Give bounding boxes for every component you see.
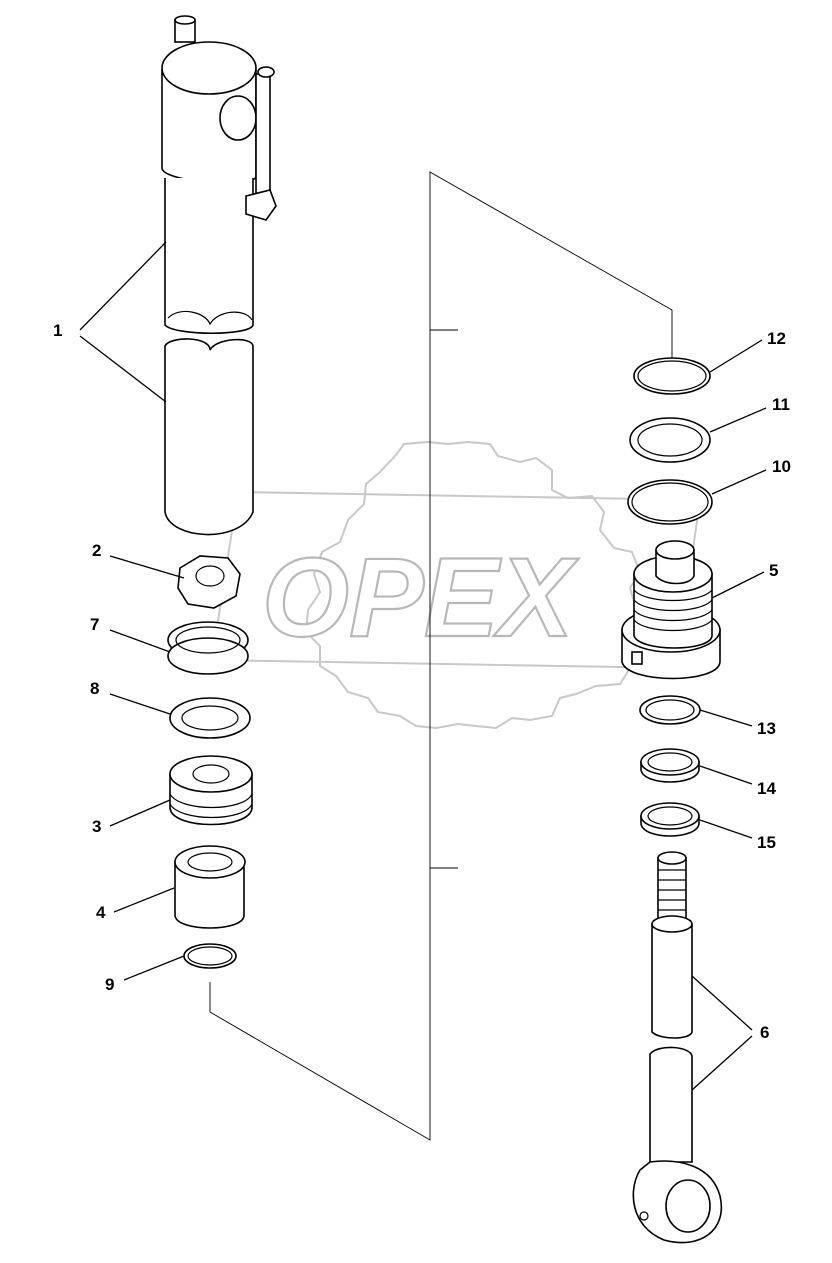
callout-9: 9 xyxy=(105,975,114,994)
callout-2: 2 xyxy=(92,541,101,560)
cylinder-barrel xyxy=(161,15,277,536)
callout-12: 12 xyxy=(767,329,786,348)
leader-lines xyxy=(79,241,767,1091)
callout-3: 3 xyxy=(92,817,101,836)
piston-rod xyxy=(632,851,723,1244)
callout-5: 5 xyxy=(769,561,778,580)
callout-14: 14 xyxy=(757,779,776,798)
spacer-sleeve xyxy=(174,845,246,929)
gland-head xyxy=(621,540,721,680)
callout-6: 6 xyxy=(760,1023,769,1042)
callout-15: 15 xyxy=(757,833,776,852)
o-ring-10 xyxy=(627,479,713,525)
seal-13 xyxy=(639,695,701,725)
bushing-ring xyxy=(169,697,251,739)
watermark-text: OPEX xyxy=(262,535,580,660)
callout-labels: 1 2 3 4 5 6 7 8 9 10 11 12 13 14 15 xyxy=(53,321,791,1042)
watermark-gear-icon xyxy=(304,440,654,730)
o-ring-12 xyxy=(633,357,711,395)
callout-7: 7 xyxy=(90,615,99,634)
callout-10: 10 xyxy=(772,457,791,476)
wiper-seal xyxy=(167,621,249,675)
callout-13: 13 xyxy=(757,719,776,738)
seal-15 xyxy=(640,802,700,837)
assembly-axis xyxy=(209,171,673,1141)
nut xyxy=(177,555,241,609)
callout-1: 1 xyxy=(53,321,62,340)
piston xyxy=(169,755,253,826)
callout-4: 4 xyxy=(96,903,106,922)
o-ring-9 xyxy=(183,943,237,969)
callout-11: 11 xyxy=(772,395,790,414)
backup-ring-11 xyxy=(629,417,711,463)
callout-8: 8 xyxy=(90,679,99,698)
seal-14 xyxy=(640,748,700,783)
watermark: OPEX xyxy=(210,440,702,730)
